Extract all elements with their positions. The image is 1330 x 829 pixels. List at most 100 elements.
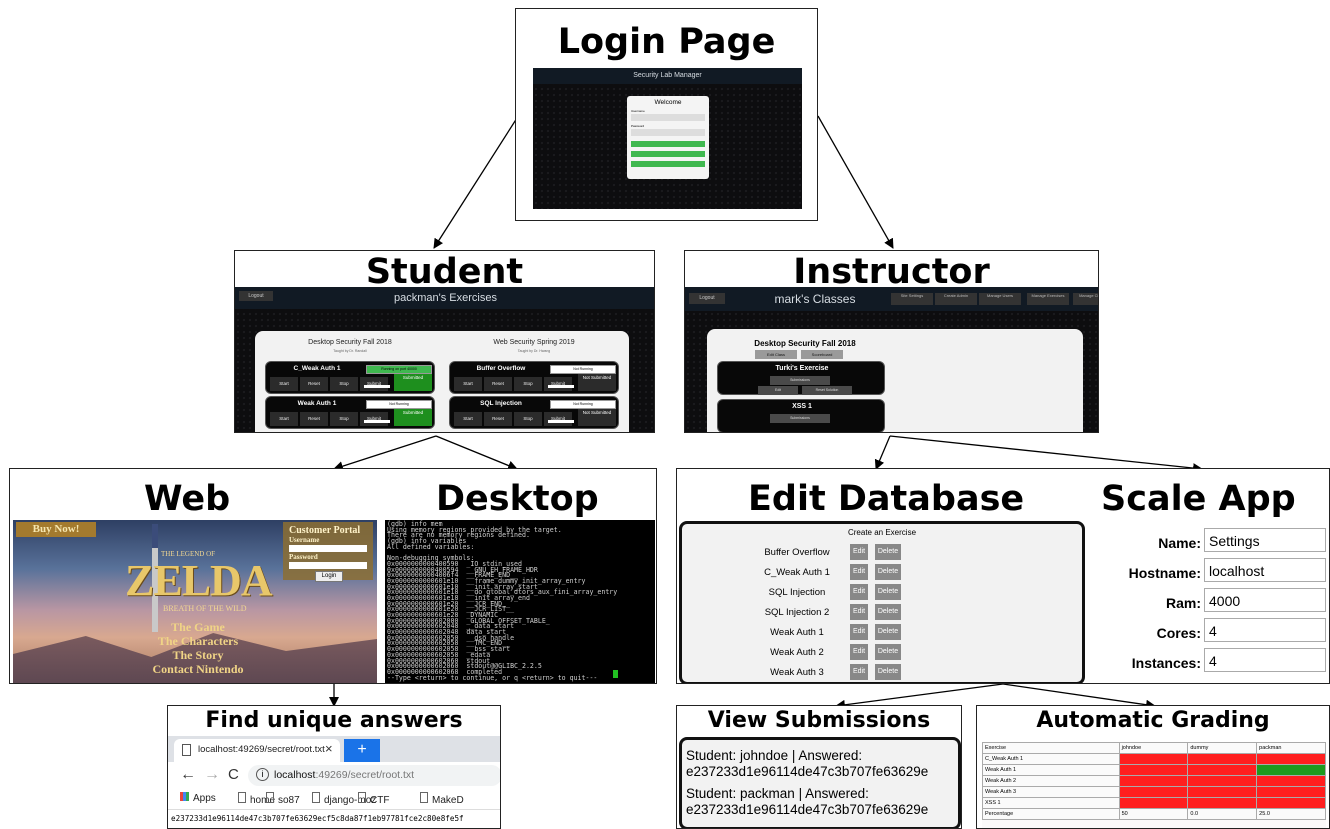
delete-button[interactable]: Delete [875, 624, 901, 640]
edit-button[interactable]: Edit [850, 604, 868, 620]
delete-button[interactable]: Delete [875, 584, 901, 600]
delete-button[interactable]: Delete [875, 564, 901, 580]
stop-button[interactable]: Stop [330, 377, 358, 391]
start-button[interactable]: Start [270, 377, 298, 391]
start-button[interactable]: Start [454, 377, 482, 391]
reset-button[interactable]: Reset [484, 412, 512, 426]
arrow-student-to-desktop [435, 435, 518, 471]
scale-field-input[interactable]: 4 [1204, 648, 1326, 672]
stop-button[interactable]: Stop [514, 412, 542, 426]
delete-button[interactable]: Delete [875, 544, 901, 560]
new-tab-button[interactable]: + [344, 739, 380, 762]
web-menu-item[interactable]: Contact Nintendo [152, 662, 244, 676]
delete-button[interactable]: Delete [875, 644, 901, 660]
edit-button[interactable]: Edit [850, 664, 868, 680]
instructor-nav-item[interactable]: Manage Users [979, 293, 1021, 305]
instructor-nav-item[interactable]: Create Admin [935, 293, 977, 305]
instructor-exercise-button[interactable]: Edit [758, 386, 798, 395]
stop-button[interactable]: Stop [330, 412, 358, 426]
grade-cell-red [1118, 775, 1189, 787]
edit-button[interactable]: Edit [850, 564, 868, 580]
bookmark-item[interactable]: Apps [180, 792, 216, 804]
reset-button[interactable]: Reset [300, 412, 328, 426]
bookmark-item[interactable]: CTF [358, 792, 389, 806]
exercise-name: C_Weak Auth 1 [293, 365, 341, 372]
instructor-nav-item[interactable]: Manage Exercises [1027, 293, 1069, 305]
reset-button[interactable]: Reset [300, 377, 328, 391]
db-exercise-name: SQL Injection [768, 587, 826, 598]
edit-button[interactable]: Edit [850, 544, 868, 560]
answer-input[interactable] [364, 420, 390, 423]
terminal-line: Using memory regions provided by the tar… [387, 525, 562, 534]
scale-field-input[interactable]: Settings [1204, 528, 1326, 552]
scale-field-input[interactable]: 4 [1204, 618, 1326, 642]
instructor-nav-item[interactable]: Manage Classes [1073, 293, 1098, 305]
edit-button[interactable]: Edit [850, 584, 868, 600]
scale-field-label: Instances: [1131, 655, 1201, 671]
answer-input[interactable] [548, 385, 574, 388]
arrow-instructor-to-scale [889, 435, 1203, 474]
address-bar[interactable]: i localhost:49269/secret/root.txt [248, 765, 500, 786]
reload-icon[interactable]: C [228, 766, 239, 783]
reset-password-button[interactable] [631, 161, 705, 167]
portal-login-button[interactable]: Login [315, 571, 343, 582]
instructor-class-button[interactable]: Scoreboard [801, 350, 843, 359]
scale-field-input[interactable]: 4000 [1204, 588, 1326, 612]
submit-button[interactable]: Submit [360, 412, 388, 426]
start-button[interactable]: Start [454, 412, 482, 426]
instructor-exercise-button[interactable]: Reset Solution [802, 386, 852, 395]
instructor-exercise-button[interactable]: Submissions [770, 414, 830, 423]
bookmark-item[interactable]: MakeD [420, 792, 464, 806]
terminal-line: 0x0000000000602060 stdout@@GLIBC_2.2.5 [387, 662, 542, 671]
portal-username-label: Username [289, 536, 320, 544]
editdb-scale-panel: Edit Database Scale App Create an Exerci… [676, 468, 1330, 684]
delete-button[interactable]: Delete [875, 664, 901, 680]
signup-button[interactable] [631, 151, 705, 157]
delete-button[interactable]: Delete [875, 604, 901, 620]
login-button[interactable] [631, 141, 705, 147]
portal-username-input[interactable] [289, 545, 367, 552]
start-button[interactable]: Start [270, 412, 298, 426]
answer-input[interactable] [364, 385, 390, 388]
back-icon[interactable]: ← [180, 766, 196, 783]
browser-active-tab[interactable]: localhost:49269/secret/root.txt × [174, 739, 340, 762]
student-class-name: Desktop Security Fall 2018 [308, 339, 392, 346]
close-tab-icon[interactable]: × [325, 741, 333, 756]
login-username-input[interactable] [631, 114, 705, 121]
instructor-class-button[interactable]: Edit Class [755, 350, 797, 359]
instructor-nav-item[interactable]: Site Settings [891, 293, 933, 305]
submit-button[interactable]: Submit [544, 377, 572, 391]
stop-button[interactable]: Stop [514, 377, 542, 391]
edit-button[interactable]: Edit [850, 644, 868, 660]
bookmark-item[interactable]: home [238, 792, 275, 806]
submit-button[interactable]: Submit [360, 377, 388, 391]
student-logout-button[interactable]: Logout [239, 291, 273, 301]
scale-field-input[interactable]: localhost [1204, 558, 1326, 582]
student-heading: Student [365, 252, 524, 292]
exercise-status-badge: Not Running [550, 400, 616, 409]
bookmark-page-icon [312, 792, 320, 803]
instructor-logout-button[interactable]: Logout [689, 293, 725, 304]
portal-password-input[interactable] [289, 562, 367, 569]
answer-input[interactable] [548, 420, 574, 423]
info-icon[interactable]: i [256, 768, 269, 781]
url-host: localhost [274, 769, 316, 781]
edit-button[interactable]: Edit [850, 624, 868, 640]
forward-icon[interactable]: → [204, 766, 220, 783]
bookmark-item[interactable]: so87 [266, 792, 300, 806]
grading-exercise-name: Weak Auth 2 [982, 775, 1120, 787]
reset-button[interactable]: Reset [484, 377, 512, 391]
login-password-input[interactable] [631, 129, 705, 136]
student-class-teacher: Taught by Dr. Randall [333, 349, 367, 353]
submit-button[interactable]: Submit [544, 412, 572, 426]
web-menu-item[interactable]: The Characters [157, 634, 239, 648]
instructor-exercise-button[interactable]: Submissions [770, 376, 830, 385]
buy-now-banner[interactable]: Buy Now! [16, 522, 96, 537]
web-menu-item[interactable]: The Game [171, 620, 225, 634]
web-menu-item[interactable]: The Story [172, 648, 224, 662]
bookmark-item[interactable]: django-moz [312, 792, 376, 806]
